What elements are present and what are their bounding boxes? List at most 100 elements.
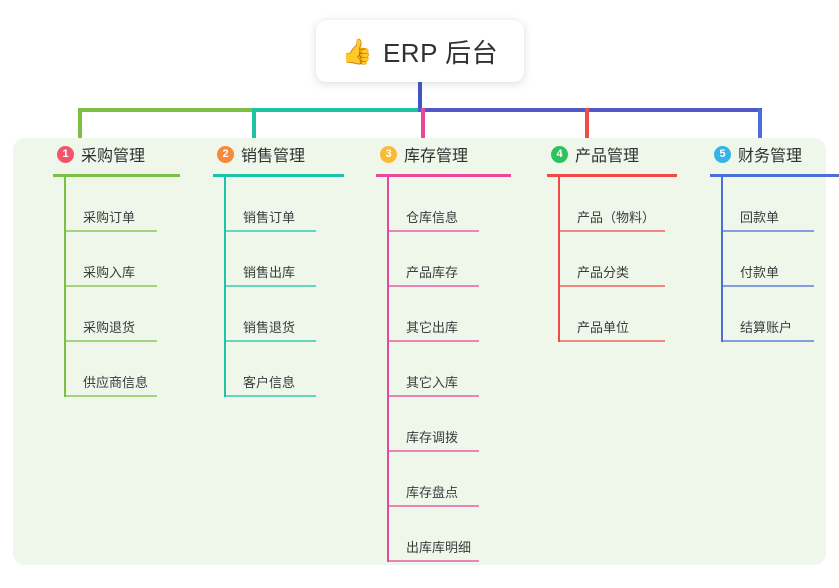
mindmap-panel: 1 采购管理采购订单采购入库采购退货供应商信息 2 销售管理销售订单销售出库销售退货客… xyxy=(13,138,839,565)
drop-connector-5 xyxy=(758,108,762,140)
item-label: 产品单位 xyxy=(577,320,630,335)
drop-connector-1 xyxy=(78,108,82,140)
column-3-item-6[interactable]: 库存盘点 xyxy=(387,477,479,507)
column-header-1[interactable]: 1 采购管理 xyxy=(33,138,145,170)
column-2-item-4[interactable]: 客户信息 xyxy=(224,367,316,397)
column-5-item-3[interactable]: 结算账户 xyxy=(721,312,814,342)
item-label: 回款单 xyxy=(740,210,780,225)
item-rule xyxy=(224,285,316,287)
item-rule xyxy=(558,230,665,232)
item-rule xyxy=(387,285,479,287)
item-label: 库存调拨 xyxy=(406,430,459,445)
item-rule xyxy=(64,395,157,397)
item-label: 采购退货 xyxy=(83,320,136,335)
root-node-label: ERP 后台 xyxy=(382,37,499,68)
item-rule xyxy=(64,285,157,287)
bus-segment-2 xyxy=(252,108,422,112)
item-rule xyxy=(64,340,157,342)
column-1-item-1[interactable]: 采购订单 xyxy=(64,202,157,232)
column-3-item-1[interactable]: 仓库信息 xyxy=(387,202,479,232)
item-rule xyxy=(224,395,316,397)
column-header-rule-2 xyxy=(213,174,344,177)
thumbs-up-icon: 👍 xyxy=(341,37,373,66)
item-label: 仓库信息 xyxy=(406,210,459,225)
item-rule xyxy=(721,285,814,287)
column-title-3: 库存管理 xyxy=(404,148,469,165)
item-label: 采购入库 xyxy=(83,265,136,280)
column-1-item-4[interactable]: 供应商信息 xyxy=(64,367,157,397)
drop-connector-3 xyxy=(421,108,425,140)
column-header-rule-4 xyxy=(547,174,677,177)
column-4-item-2[interactable]: 产品分类 xyxy=(558,257,665,287)
item-rule xyxy=(387,340,479,342)
item-rule xyxy=(64,230,157,232)
column-header-rule-3 xyxy=(376,174,511,177)
column-header-rule-5 xyxy=(710,174,839,177)
item-rule xyxy=(224,230,316,232)
item-label: 出库库明细 xyxy=(406,540,472,555)
item-rule xyxy=(558,285,665,287)
column-badge-1: 1 xyxy=(57,145,74,163)
column-4-item-3[interactable]: 产品单位 xyxy=(558,312,665,342)
column-5-item-2[interactable]: 付款单 xyxy=(721,257,814,287)
item-rule xyxy=(721,230,814,232)
item-label: 销售订单 xyxy=(243,210,296,225)
column-badge-3: 3 xyxy=(380,145,397,163)
column-5: 5 财务管理回款单付款单结算账户 xyxy=(690,138,839,342)
column-3-item-4[interactable]: 其它入库 xyxy=(387,367,479,397)
item-label: 产品分类 xyxy=(577,265,630,280)
item-label: 产品（物料） xyxy=(577,210,656,225)
column-2-item-2[interactable]: 销售出库 xyxy=(224,257,316,287)
column-title-2: 销售管理 xyxy=(241,148,306,165)
root-node[interactable]: 👍 ERP 后台 xyxy=(316,20,524,82)
item-rule xyxy=(387,230,479,232)
item-label: 其它出库 xyxy=(406,320,459,335)
item-rule xyxy=(558,340,665,342)
column-badge-5: 5 xyxy=(714,145,731,163)
item-label: 供应商信息 xyxy=(83,375,149,390)
item-rule xyxy=(387,395,479,397)
column-header-2[interactable]: 2 销售管理 xyxy=(193,138,305,170)
column-header-5[interactable]: 5 财务管理 xyxy=(690,138,802,170)
item-rule xyxy=(224,340,316,342)
column-title-5: 财务管理 xyxy=(738,148,803,165)
column-title-4: 产品管理 xyxy=(575,148,640,165)
column-3-item-3[interactable]: 其它出库 xyxy=(387,312,479,342)
item-label: 销售出库 xyxy=(243,265,296,280)
column-1-item-2[interactable]: 采购入库 xyxy=(64,257,157,287)
item-rule xyxy=(387,450,479,452)
item-label: 付款单 xyxy=(740,265,780,280)
column-4-item-1[interactable]: 产品（物料） xyxy=(558,202,665,232)
column-spine-3 xyxy=(387,177,389,562)
item-label: 库存盘点 xyxy=(406,485,459,500)
column-spine-2 xyxy=(224,177,226,397)
column-5-item-1[interactable]: 回款单 xyxy=(721,202,814,232)
item-rule xyxy=(721,340,814,342)
column-1: 1 采购管理采购订单采购入库采购退货供应商信息 xyxy=(33,138,180,397)
column-1-item-3[interactable]: 采购退货 xyxy=(64,312,157,342)
item-label: 产品库存 xyxy=(406,265,459,280)
column-3: 3 库存管理仓库信息产品库存其它出库其它入库库存调拨库存盘点出库库明细 xyxy=(356,138,511,562)
column-badge-2: 2 xyxy=(217,145,234,163)
column-3-item-7[interactable]: 出库库明细 xyxy=(387,532,479,562)
column-3-item-5[interactable]: 库存调拨 xyxy=(387,422,479,452)
item-label: 其它入库 xyxy=(406,375,459,390)
column-2-item-3[interactable]: 销售退货 xyxy=(224,312,316,342)
column-3-item-2[interactable]: 产品库存 xyxy=(387,257,479,287)
column-spine-4 xyxy=(558,177,560,342)
item-label: 采购订单 xyxy=(83,210,136,225)
item-rule xyxy=(387,560,479,562)
item-rule xyxy=(387,505,479,507)
column-title-1: 采购管理 xyxy=(81,148,146,165)
bus-segment-3 xyxy=(418,108,762,112)
column-2-item-1[interactable]: 销售订单 xyxy=(224,202,316,232)
root-stem-connector xyxy=(418,82,422,110)
drop-connector-2 xyxy=(252,108,256,140)
item-label: 销售退货 xyxy=(243,320,296,335)
item-label: 客户信息 xyxy=(243,375,296,390)
column-2: 2 销售管理销售订单销售出库销售退货客户信息 xyxy=(193,138,344,397)
column-header-3[interactable]: 3 库存管理 xyxy=(356,138,468,170)
column-spine-5 xyxy=(721,177,723,342)
